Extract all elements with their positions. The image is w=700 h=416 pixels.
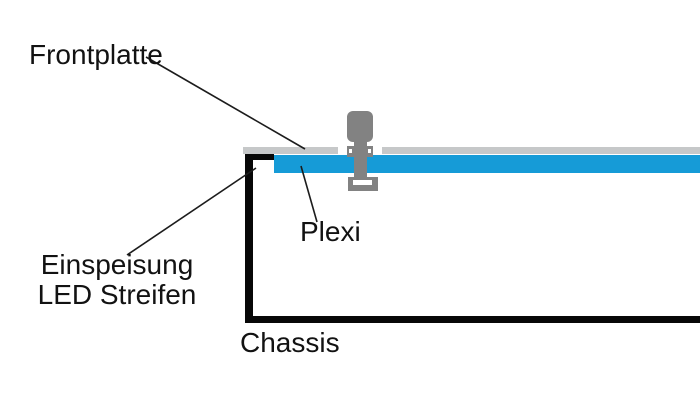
led-feed-leader-line	[126, 167, 257, 256]
chassis-top-lip	[245, 154, 274, 160]
led-feed-label: Einspeisung LED Streifen	[27, 250, 207, 310]
screw-base-slot	[353, 180, 372, 185]
front-plate-bar	[243, 147, 700, 154]
front-plate-notch-right	[373, 145, 382, 155]
led-feed-label-line1: Einspeisung	[40, 249, 194, 280]
chassis-bottom-wall	[245, 316, 700, 323]
front-plate-notch-left	[338, 145, 347, 155]
chassis-label: Chassis	[240, 327, 340, 358]
screw-shaft	[354, 138, 367, 180]
led-feed-label-line2: LED Streifen	[37, 279, 197, 310]
screw-flange-hole-right	[368, 149, 371, 153]
screw-flange-hole-left	[349, 149, 352, 153]
plexi-leader-line	[300, 165, 318, 223]
screw-head	[347, 111, 373, 142]
plexi-bar	[274, 155, 700, 173]
frontplatte-leader-line	[145, 56, 306, 150]
plexi-label: Plexi	[300, 216, 361, 247]
frontplatte-label: Frontplatte	[29, 39, 163, 70]
chassis-left-wall	[245, 154, 253, 322]
